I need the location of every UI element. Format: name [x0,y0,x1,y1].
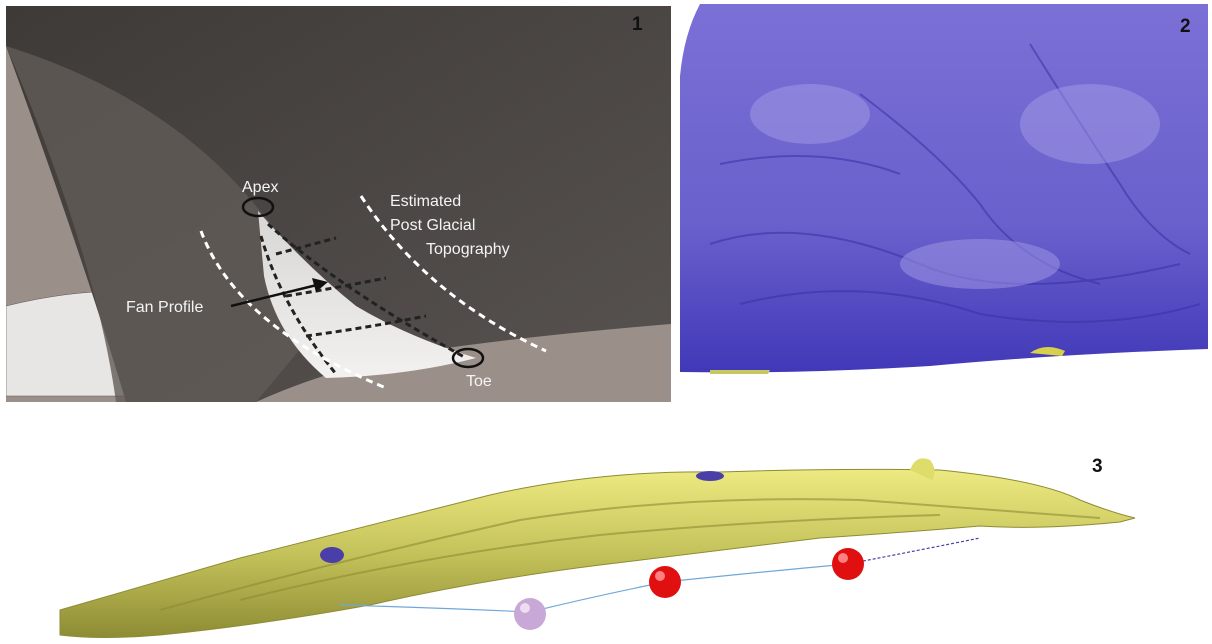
dark-fold [6,46,336,402]
panel-number-2: 2 [1180,16,1191,37]
yellow-body [59,468,1136,638]
sphere-group [320,471,864,630]
panel-number-1: 1 [632,14,643,35]
yellow-fan-section [59,458,1136,638]
apex-marker [241,196,275,218]
estimated-label-line1: Estimated [390,193,462,210]
panel-number-3: 3 [1092,456,1103,477]
fan-grid [259,222,467,375]
fan-profile-label: Fan Profile [126,299,204,316]
sphere-red-1 [649,566,681,598]
apex-label: Apex [242,179,279,196]
sphere-blue-1 [320,547,344,563]
toe-marker [451,347,485,369]
fan-area [258,211,476,378]
panel-3-fan-section: 3 [40,440,1190,640]
sphere-lilac [514,598,546,630]
panel-1-fan-model: Apex Estimated Post Glacial Topography F… [6,6,671,402]
sphere-red-2 [832,548,864,580]
blue-surface [680,4,1208,374]
fan-profile-arrow [230,282,322,308]
yellow-edge [1030,346,1065,356]
estimated-lines [199,195,547,390]
toe-label: Toe [466,373,492,390]
fan-surface-diagram [6,6,671,402]
estimated-label-line3: Topography [426,241,510,258]
panel-2-surface-render: 2 [680,4,1208,374]
sphere-blue-2 [696,471,724,481]
estimated-label-line2: Post Glacial [390,217,476,234]
